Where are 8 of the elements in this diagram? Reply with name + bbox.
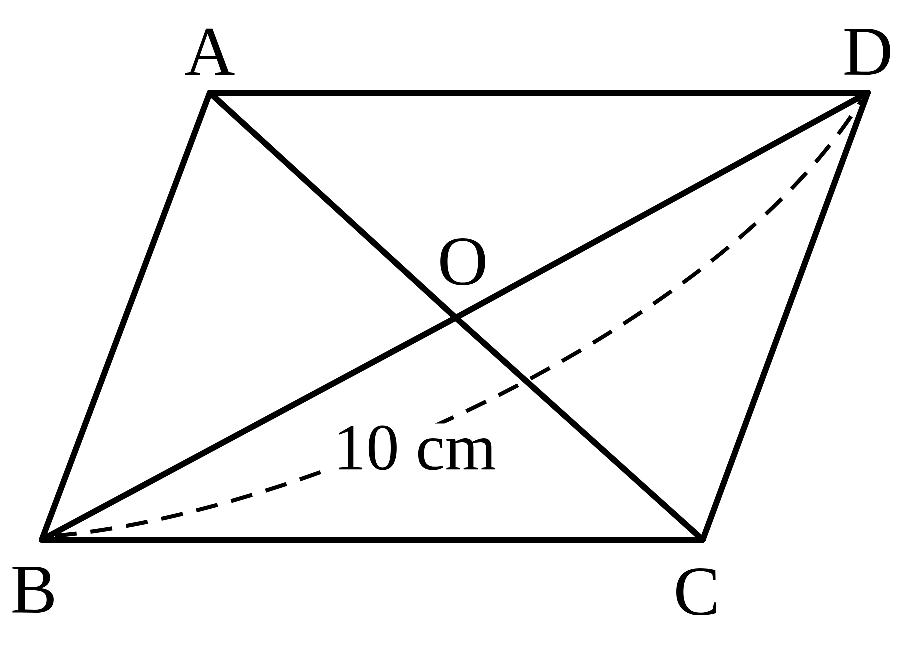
dimension-label: 10 cm bbox=[331, 424, 499, 472]
vertex-label: C bbox=[676, 568, 716, 616]
vertex-label: O bbox=[440, 238, 486, 286]
vertex-label: D bbox=[844, 29, 890, 75]
vertex-label: B bbox=[12, 566, 54, 613]
line-segment bbox=[453, 90, 871, 321]
vertex-label: A bbox=[185, 28, 235, 76]
line-segment bbox=[39, 315, 459, 543]
